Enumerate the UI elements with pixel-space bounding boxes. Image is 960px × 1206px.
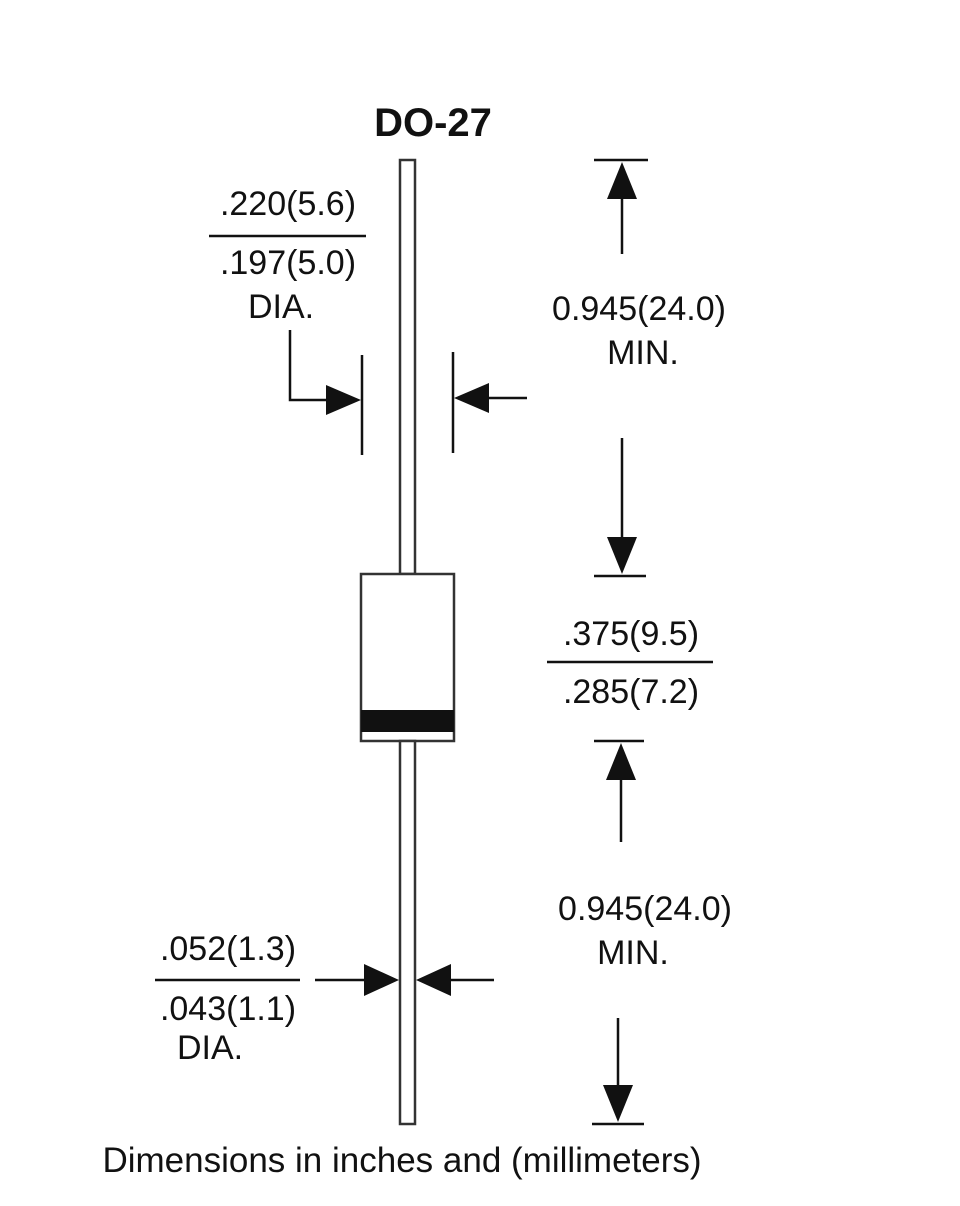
bottom-lead-length-value: 0.945(24.0) bbox=[558, 890, 732, 928]
top-lead-arrow-down bbox=[607, 537, 637, 574]
bottom-lead-arrow-down bbox=[603, 1085, 633, 1122]
bottom-lead-length-dimension: 0.945(24.0) MIN. bbox=[558, 739, 732, 1126]
body-diameter-max: .220(5.6) bbox=[220, 185, 356, 223]
cathode-band bbox=[361, 710, 454, 732]
body-length-dimension: .375(9.5) .285(7.2) bbox=[547, 615, 713, 711]
top-lead-length-value: 0.945(24.0) bbox=[552, 290, 726, 328]
body-diameter-left-arrow bbox=[326, 385, 361, 415]
top-lead-length-dimension: 0.945(24.0) MIN. bbox=[552, 158, 726, 578]
package-title: DO-27 bbox=[374, 101, 492, 145]
body-diameter-leader bbox=[288, 330, 330, 402]
body-diameter-dimension: .220(5.6) .197(5.0) DIA. bbox=[209, 185, 527, 455]
body-diameter-right-arrow bbox=[454, 383, 489, 413]
bottom-lead-arrow-up bbox=[606, 743, 636, 780]
body-length-max: .375(9.5) bbox=[563, 615, 699, 653]
bottom-lead bbox=[398, 739, 417, 1126]
lead-diameter-dimension: .052(1.3) .043(1.1) DIA. bbox=[155, 930, 494, 1067]
lead-diameter-left-arrow bbox=[364, 964, 399, 996]
top-lead bbox=[398, 158, 417, 576]
lead-diameter-max: .052(1.3) bbox=[160, 930, 296, 968]
body-diameter-min: .197(5.0) bbox=[220, 244, 356, 282]
top-lead-arrow-up bbox=[607, 162, 637, 199]
top-lead-length-suffix: MIN. bbox=[607, 334, 679, 372]
units-caption: Dimensions in inches and (millimeters) bbox=[102, 1141, 701, 1180]
body-diameter-suffix: DIA. bbox=[248, 288, 314, 326]
body-length-min: .285(7.2) bbox=[563, 673, 699, 711]
lead-diameter-min: .043(1.1) bbox=[160, 990, 296, 1028]
lead-diameter-right-arrow bbox=[416, 964, 451, 996]
bottom-lead-length-suffix: MIN. bbox=[597, 934, 669, 972]
lead-diameter-suffix: DIA. bbox=[177, 1029, 243, 1067]
